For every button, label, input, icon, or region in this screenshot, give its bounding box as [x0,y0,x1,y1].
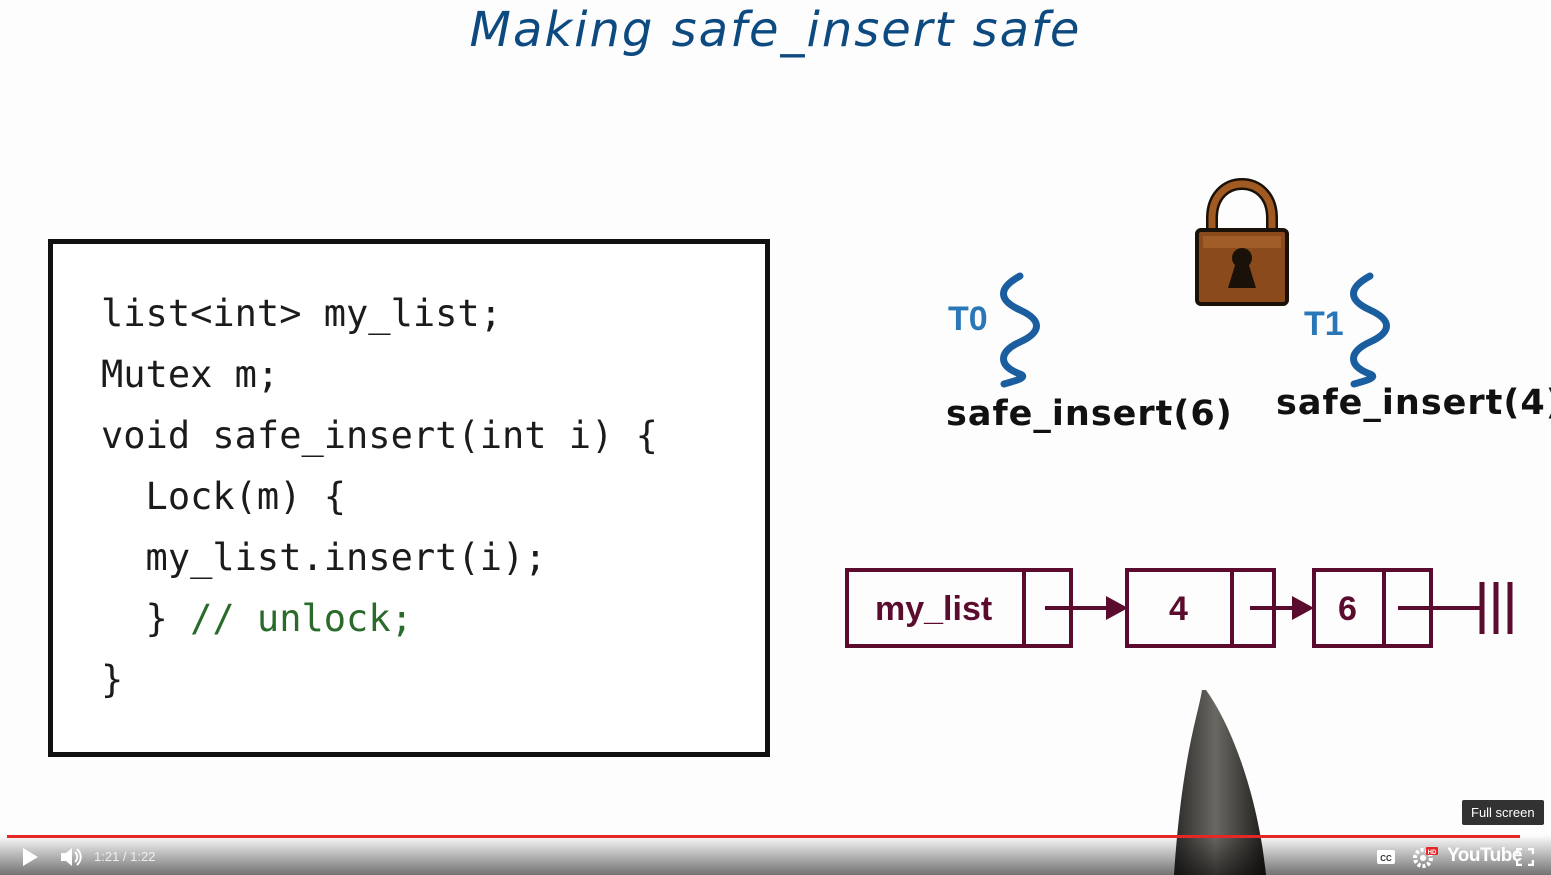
captions-label: CC [1380,854,1392,863]
progress-bar[interactable] [7,835,1543,838]
code-line-5: my_list.insert(i); [101,536,547,579]
pen-icon [1174,690,1266,875]
code-line-2: Mutex m; [101,353,280,396]
volume-icon[interactable] [59,846,83,868]
slide-title: Making safe_insert safe [469,2,1082,58]
unlock-comment: // unlock; [190,597,413,640]
settings-icon[interactable]: HD [1412,845,1438,869]
play-icon[interactable] [20,847,40,867]
thread-call-t1: safe_insert(4) [1276,383,1551,423]
progress-fill [7,835,1520,838]
thread-label-t1: T1 [1304,305,1344,343]
code-line-4: Lock(m) { [101,475,347,518]
code-line-6-text: } [101,597,191,640]
thread-label-t0: T0 [948,300,988,338]
code-line-7: } [101,658,124,701]
code-box: list<int> my_list; Mutex m; void safe_in… [48,239,770,757]
time-display: 1:21 / 1:22 [94,849,156,864]
fullscreen-tooltip: Full screen [1462,800,1544,825]
fullscreen-icon[interactable] [1516,848,1534,866]
code-line-6: } // unlock; [101,597,413,640]
code-line-3: void safe_insert(int i) { [101,414,658,457]
thread-call-t0: safe_insert(6) [946,394,1233,434]
player-controls-bar [0,835,1551,875]
thread-squiggle-t1-icon [1350,272,1390,388]
captions-icon[interactable]: CC [1376,849,1396,865]
list-node-4-value: 4 [1169,590,1188,628]
hd-badge: HD [1428,850,1437,856]
linked-list-diagram [845,568,1513,648]
thread-squiggle-t0-icon [1000,272,1040,388]
code-line-1: list<int> my_list; [101,292,502,335]
list-node-6-value: 6 [1338,590,1357,628]
padlock-icon [1195,178,1289,306]
list-head-label: my_list [875,590,993,628]
youtube-logo[interactable]: YouTube [1447,845,1522,866]
